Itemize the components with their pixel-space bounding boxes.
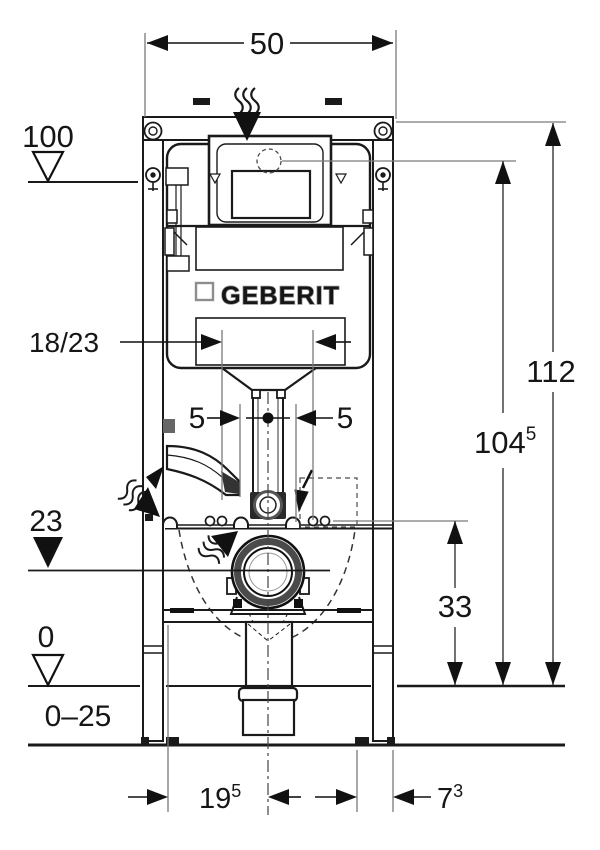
drain-pipe	[244, 620, 294, 688]
dim-duct-width-label: 18/23	[29, 327, 99, 358]
level-100-label: 100	[22, 119, 74, 154]
flush-actuation-arrow-icon	[233, 87, 261, 141]
flush-pipe	[252, 397, 284, 493]
level-marker-100: 100	[22, 119, 74, 184]
level-triangle-filled-icon	[33, 537, 63, 568]
dim-bottom-left-label: 195	[199, 781, 241, 815]
water-supply-arrow-icon	[117, 479, 160, 517]
dim-overall-height: 112	[526, 123, 576, 685]
concealed-cistern: GEBERIT	[164, 134, 374, 493]
geberit-logo-text: GEBERIT	[221, 282, 340, 310]
frame-left-rail	[142, 116, 164, 742]
dim-fixing-height-label: 33	[438, 589, 472, 624]
protection-plate	[195, 226, 344, 271]
dim-top-width: 50	[147, 26, 393, 61]
level-marker-0: 0 0–25	[31, 621, 112, 733]
level-23-label: 23	[29, 505, 62, 538]
fixing-hole-icon	[216, 515, 228, 527]
dim-top-width-label: 50	[250, 26, 284, 61]
actuator-rod-circle	[256, 148, 282, 174]
flush-pipe-arrow-icon	[197, 531, 238, 564]
dim-actuator-height-label: 1045	[474, 424, 536, 460]
mounting-frame	[141, 98, 395, 745]
lower-crossbar	[163, 608, 373, 737]
insert-direction-arrow-icon	[294, 489, 309, 513]
level-0-label: 0	[38, 621, 55, 654]
pipe-clip-icon	[233, 516, 249, 528]
dim-duct-width: 18/23	[29, 327, 351, 358]
center-point-icon	[262, 412, 274, 424]
fixing-hole-icon	[204, 515, 216, 527]
actuator-access-opening	[207, 134, 348, 227]
flush-bend	[146, 444, 241, 497]
cistern-funnel	[221, 367, 317, 392]
water-level-mark-icon	[334, 173, 348, 185]
insert-direction-arrow-icon	[146, 466, 164, 489]
pipe-clip-icon	[285, 516, 301, 528]
corner-screw-icon	[143, 121, 393, 141]
level-marker-23: 23	[28, 505, 330, 572]
wall-anchor-icon	[145, 167, 391, 191]
dim-offset-left-label: 5	[189, 402, 206, 435]
geberit-logo-square-icon	[194, 281, 215, 302]
dim-offset-right-label: 5	[337, 402, 354, 435]
dim-fixing-height: 33	[438, 521, 472, 685]
dim-overall-height-label: 112	[526, 354, 575, 389]
pipe-clip-icon	[162, 516, 178, 528]
floor-adjust-range-label: 0–25	[45, 700, 112, 733]
extension-lines	[144, 30, 566, 812]
frame-right-rail	[372, 116, 394, 742]
dim-bottom-right-label: 73	[437, 781, 463, 815]
fixing-hole-icon	[319, 515, 331, 527]
level-triangle-open-icon	[31, 150, 65, 184]
level-triangle-open-icon	[31, 653, 65, 688]
mounting-zone-dashed-box	[299, 477, 358, 528]
foot-plates	[141, 737, 395, 745]
water-level-mark-icon	[208, 173, 222, 185]
geberit-logo: GEBERIT	[194, 281, 340, 311]
dim-offsets: 5 5	[189, 402, 354, 435]
dim-actuator-height: 1045	[474, 161, 536, 685]
dim-bottom: 195 73	[128, 781, 463, 815]
